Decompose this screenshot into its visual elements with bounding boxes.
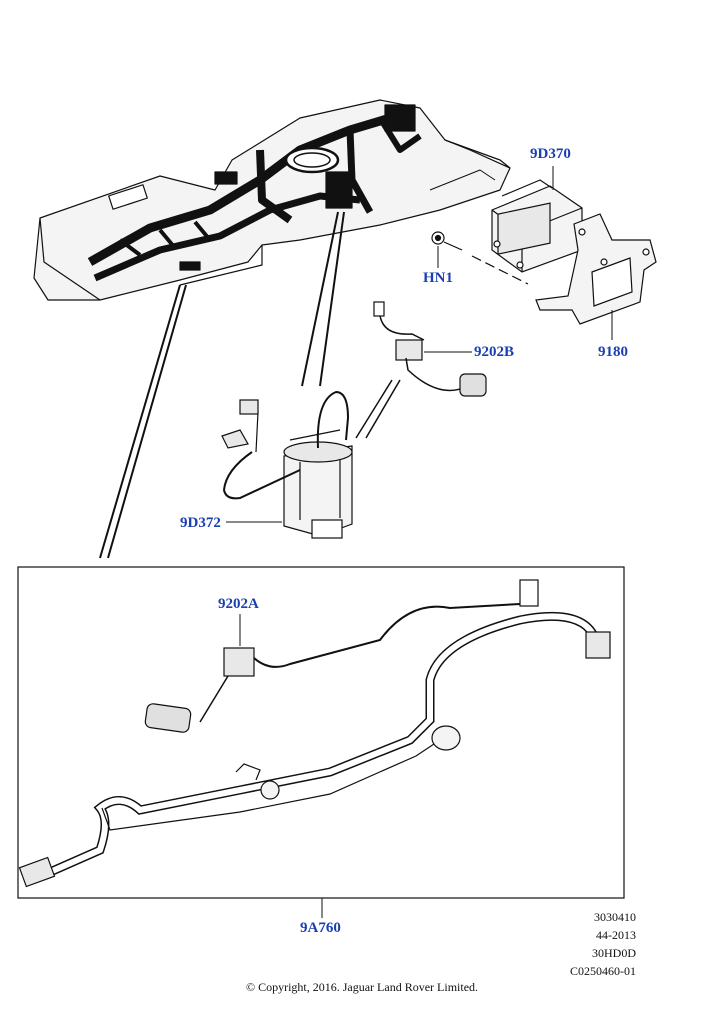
ref-code-3: 30HD0D	[592, 946, 636, 960]
callout-9D370[interactable]: 9D370	[530, 146, 571, 162]
reference-codes: 3030410 44-2013 30HD0D C0250460-01	[570, 908, 636, 980]
control-module-icon	[491, 179, 583, 273]
callout-9D372[interactable]: 9D372	[180, 515, 221, 531]
callout-HN1[interactable]: HN1	[423, 270, 453, 286]
callout-9A760[interactable]: 9A760	[300, 920, 341, 936]
copyright-notice: © Copyright, 2016. Jaguar Land Rover Lim…	[245, 980, 479, 994]
sender-leader-lines	[355, 379, 401, 439]
ref-code-1: 3030410	[594, 910, 636, 924]
level-sender-icon	[373, 301, 487, 397]
assembly-dash-line	[471, 255, 529, 285]
mounting-bracket-icon	[535, 213, 657, 325]
fuel-pump-icon	[221, 390, 353, 539]
tank-leader-lines	[99, 211, 345, 559]
ref-code-2: 44-2013	[596, 928, 636, 942]
wiring-harness-icon	[18, 611, 611, 888]
callout-9202A[interactable]: 9202A	[218, 596, 259, 612]
level-sender-detail-icon	[144, 579, 539, 733]
callout-9180[interactable]: 9180	[598, 344, 628, 360]
ref-code-4: C0250460-01	[570, 964, 636, 978]
callout-9202B[interactable]: 9202B	[474, 344, 515, 360]
nut-icon	[431, 231, 463, 251]
fuel-tank-icon	[33, 99, 511, 301]
